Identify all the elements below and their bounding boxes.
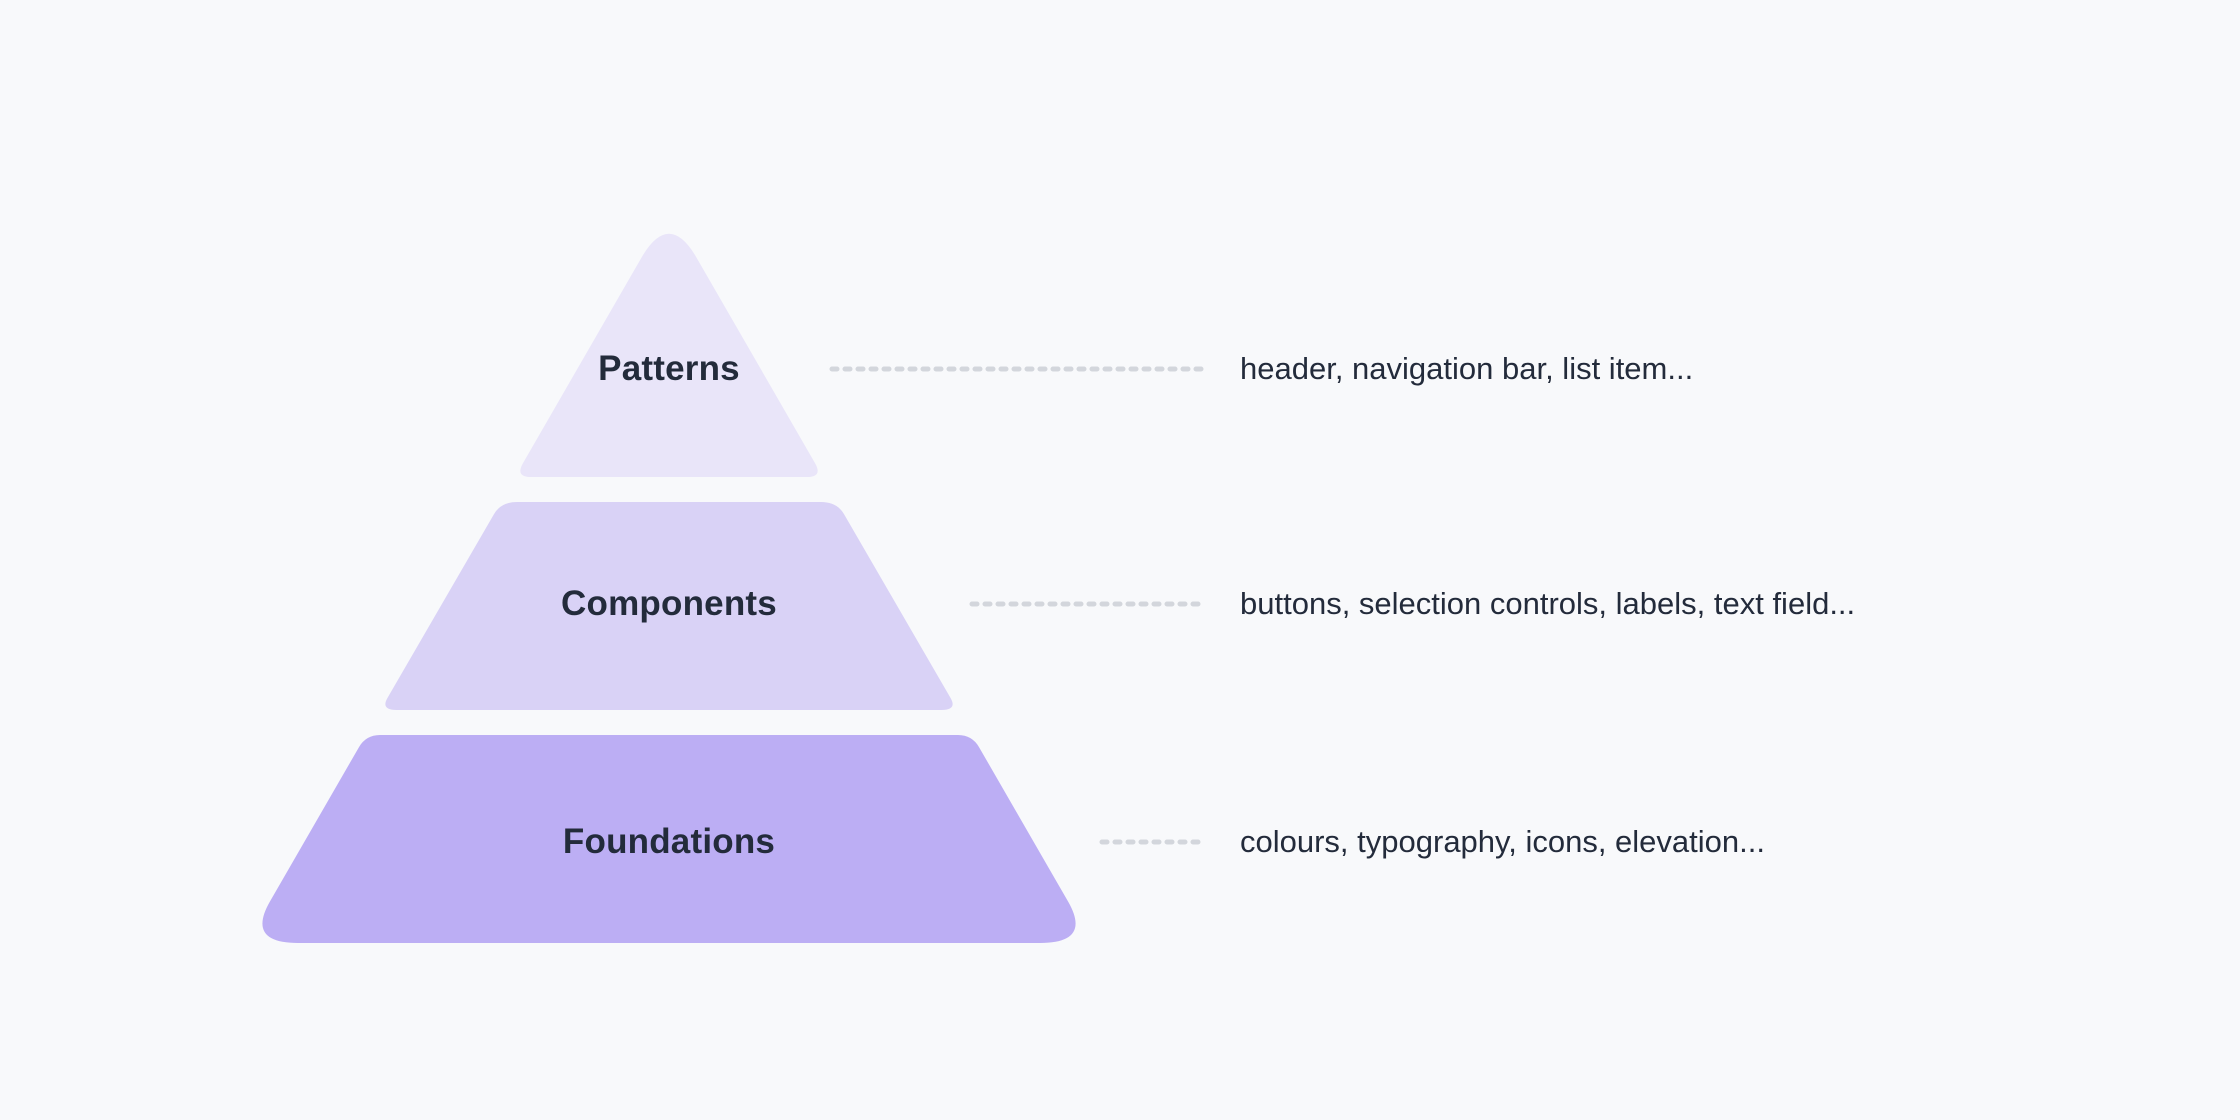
tier-description-patterns: header, navigation bar, list item...	[1240, 351, 1694, 386]
tier-shape-foundations	[262, 735, 1076, 943]
tier-label-foundations: Foundations	[562, 822, 776, 861]
tier-label-components: Components	[561, 584, 777, 623]
tier-shape-patterns	[520, 233, 818, 477]
tier-description-components: buttons, selection controls, labels, tex…	[1240, 586, 1856, 621]
tier-label-patterns: Patterns	[598, 349, 740, 388]
tier-description-foundations: colours, typography, icons, elevation...	[1240, 824, 1765, 859]
tier-shape-components	[385, 502, 953, 710]
